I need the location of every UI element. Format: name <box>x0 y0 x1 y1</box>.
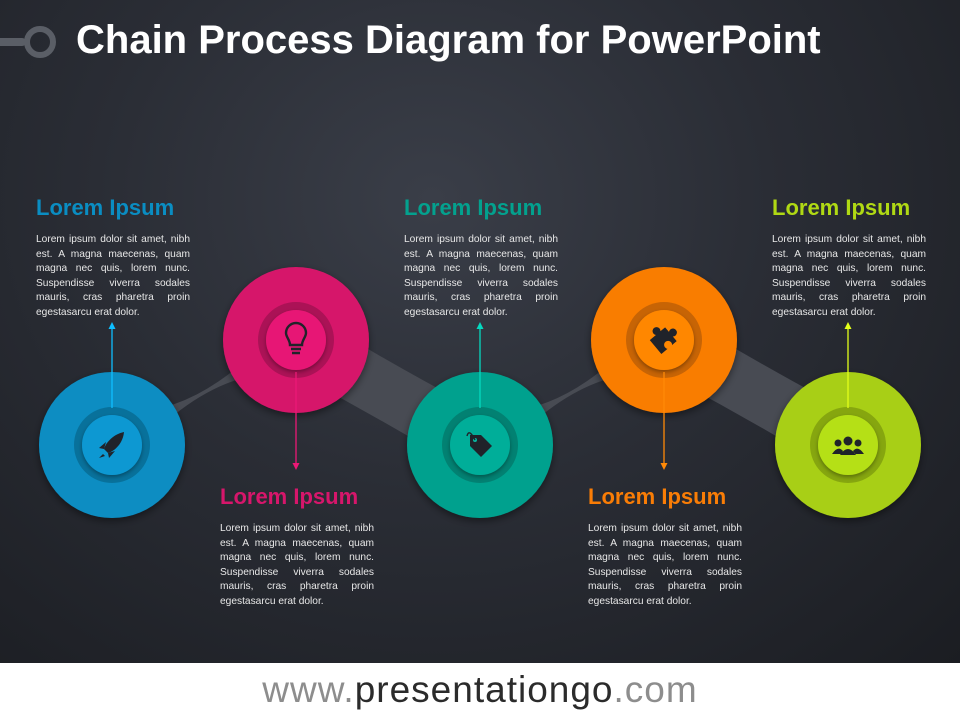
step-node-4[interactable] <box>591 267 737 413</box>
step-core <box>266 310 326 370</box>
lightbulb-base-icon <box>291 347 301 355</box>
step-heading: Lorem Ipsum <box>220 484 359 509</box>
step-heading: Lorem Ipsum <box>404 195 543 220</box>
slide: Chain Process Diagram for PowerPoint Lor… <box>0 0 960 663</box>
chain-link <box>480 306 664 479</box>
team-member-icon <box>854 439 862 447</box>
title-bar-decoration <box>0 38 26 46</box>
connector-arrow <box>844 322 852 329</box>
lightbulb-icon <box>284 321 308 347</box>
step-heading: Lorem Ipsum <box>36 195 175 220</box>
team-member-icon <box>843 436 853 446</box>
footer: www.presentationgo.com <box>0 663 960 720</box>
chain-link <box>112 306 296 479</box>
footer-url-site: presentationgo <box>354 669 614 710</box>
step-body: Lorem ipsum dolor sit amet, nibh est. A … <box>588 523 742 607</box>
team-member-icon <box>834 439 842 447</box>
page-title: Chain Process Diagram for PowerPoint <box>76 18 821 62</box>
step-node-3[interactable] <box>407 372 553 518</box>
connector-arrow <box>292 463 300 470</box>
step-body: Lorem ipsum dolor sit amet, nibh est. A … <box>36 234 190 318</box>
step-body: Lorem ipsum dolor sit amet, nibh est. A … <box>772 234 926 318</box>
rocket-icon <box>104 432 124 453</box>
step-body: Lorem ipsum dolor sit amet, nibh est. A … <box>404 234 558 318</box>
footer-url-prefix: www. <box>262 669 355 710</box>
connector-arrow <box>476 322 484 329</box>
chain-diagram <box>39 267 921 518</box>
team-body-icon <box>832 448 864 455</box>
tag-string-icon <box>466 432 476 441</box>
connector-arrow <box>660 463 668 470</box>
ring-decoration-icon <box>24 26 56 58</box>
footer-url[interactable]: www.presentationgo.com <box>0 669 960 711</box>
puzzle-icon <box>649 327 677 354</box>
step-node-5[interactable] <box>775 372 921 518</box>
step-heading: Lorem Ipsum <box>772 195 911 220</box>
rocket-flame-icon <box>99 442 115 458</box>
step-node-2[interactable] <box>223 267 369 413</box>
footer-url-suffix: .com <box>613 669 698 710</box>
step-heading: Lorem Ipsum <box>588 484 727 509</box>
connector-arrow <box>108 322 116 329</box>
step-node-1[interactable] <box>39 372 185 518</box>
step-body: Lorem ipsum dolor sit amet, nibh est. A … <box>220 523 374 607</box>
